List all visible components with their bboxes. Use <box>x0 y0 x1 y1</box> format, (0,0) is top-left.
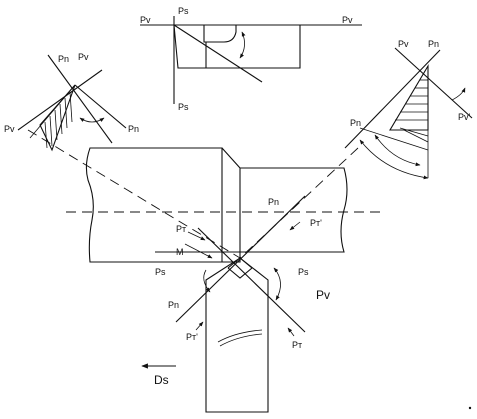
right-pn-line <box>344 49 441 149</box>
right-angle-arc-outer <box>359 139 429 180</box>
label-pn-main-upper: Pn <box>268 197 279 207</box>
label-pv-prime-right: Pv' <box>458 112 471 122</box>
left-pn-line-lower <box>74 84 127 129</box>
tool-body <box>205 257 269 413</box>
label-pn-main-lower: Pn <box>168 300 179 310</box>
label-pt-lower: Pт <box>292 340 302 350</box>
top-section-view: Pv Pv Ps Ps <box>140 6 362 112</box>
pt-prime-pointer <box>289 221 301 231</box>
left-wedge-hatching <box>44 91 73 149</box>
m-pointer <box>184 243 213 259</box>
label-m: M <box>176 247 184 257</box>
tool-section-outline <box>173 24 301 69</box>
tool-step-outline <box>203 25 224 43</box>
workpiece-left <box>85 147 223 263</box>
left-pv-line-upper <box>17 69 103 131</box>
label-pv-main: Pv <box>316 288 330 302</box>
tool-radius-outline <box>223 25 237 43</box>
right-angle-arc-inner <box>374 134 421 167</box>
left-pn-line <box>47 54 113 144</box>
workpiece-chamfer <box>221 147 241 263</box>
dashed-diagonal-left <box>27 129 241 259</box>
tool-rake-curve-1 <box>217 329 263 343</box>
label-ps-main-right: Ps <box>298 267 309 277</box>
label-pn-left: Pn <box>128 124 139 134</box>
pt-lower-pointer <box>287 327 295 337</box>
main-angle-arc-right <box>273 267 281 301</box>
right-angle-arc-top <box>451 87 466 101</box>
angle-arc-top <box>239 31 246 59</box>
label-pv-top-right: Pv <box>342 15 353 25</box>
label-pn-right-top: Pn <box>428 39 439 49</box>
label-pv-left: Pv <box>4 124 15 134</box>
label-pt-main: Pт <box>176 224 186 234</box>
label-pn-left-top: Pn <box>58 54 69 64</box>
label-pt-prime-lower: Pт' <box>186 332 198 342</box>
label-ps-main-left: Ps <box>155 267 166 277</box>
main-angle-arc-left <box>203 269 211 293</box>
workpiece-right <box>240 167 348 253</box>
pt-pointer <box>187 231 206 241</box>
label-ps-top: Ps <box>178 6 189 16</box>
label-ds: Ds <box>154 373 169 387</box>
left-detail-view: Pn Pv Pv Pn <box>4 52 139 152</box>
label-pv-left-top: Pv <box>78 52 89 62</box>
tool-rake-curve-2 <box>219 333 263 347</box>
label-ps-bottom: Ps <box>178 102 189 112</box>
corner-dot <box>468 406 472 410</box>
main-view: Pn Pт' Pт M Ps Ps Pv Pn Pт' Pт Ds <box>27 129 380 413</box>
pt-prime-lower-pointer <box>195 321 204 331</box>
left-angle-arc <box>79 117 105 123</box>
right-wedge-hatching <box>395 79 429 143</box>
pt-line-main <box>197 227 306 333</box>
right-base-line <box>359 127 429 151</box>
cutting-edge-line <box>173 24 263 83</box>
tool-tip <box>227 257 253 279</box>
right-detail-view: Pv Pn Pv' Pn <box>344 39 473 180</box>
left-edge-line <box>29 84 76 139</box>
pn-line-main <box>175 195 306 323</box>
label-pv-right-top: Pv <box>398 39 409 49</box>
label-pv-top-left: Pv <box>140 15 151 25</box>
label-pn-right: Pn <box>350 118 361 128</box>
label-pt-prime-main: Pт' <box>310 218 322 228</box>
right-pv-line <box>394 47 473 119</box>
